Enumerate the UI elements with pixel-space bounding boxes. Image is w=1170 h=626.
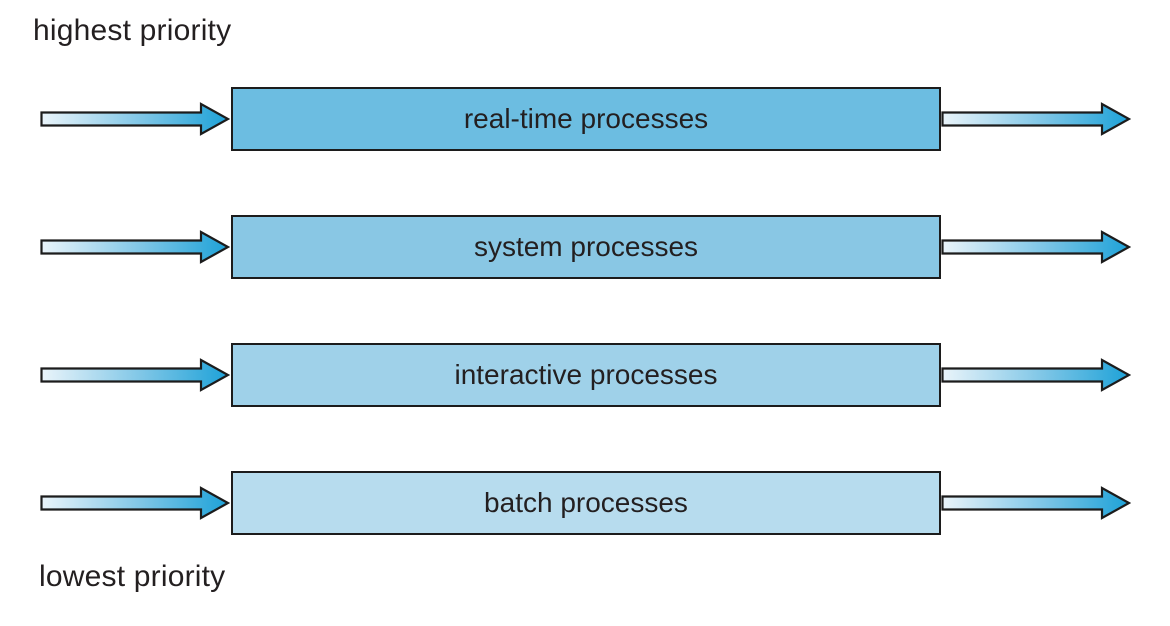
queue-label: interactive processes xyxy=(454,359,718,390)
outflow-arrow-icon xyxy=(941,230,1131,264)
queue-box-real-time: real-time processes xyxy=(231,87,941,151)
outflow-arrow-icon xyxy=(941,486,1131,520)
outflow-arrow-icon xyxy=(941,102,1131,136)
inflow-arrow-icon xyxy=(40,230,230,264)
queue-box-system: system processes xyxy=(231,215,941,279)
outflow-arrow-icon xyxy=(941,358,1131,392)
highest-priority-label: highest priority xyxy=(33,14,232,47)
queue-label: batch processes xyxy=(484,487,688,518)
inflow-arrow-icon xyxy=(40,486,230,520)
queue-label: system processes xyxy=(473,231,699,262)
lowest-priority-label: lowest priority xyxy=(39,560,226,593)
queue-box-batch: batch processes xyxy=(231,471,941,535)
queue-label: real-time processes xyxy=(463,103,709,134)
inflow-arrow-icon xyxy=(40,358,230,392)
inflow-arrow-icon xyxy=(40,102,230,136)
queue-box-interactive: interactive processes xyxy=(231,343,941,407)
